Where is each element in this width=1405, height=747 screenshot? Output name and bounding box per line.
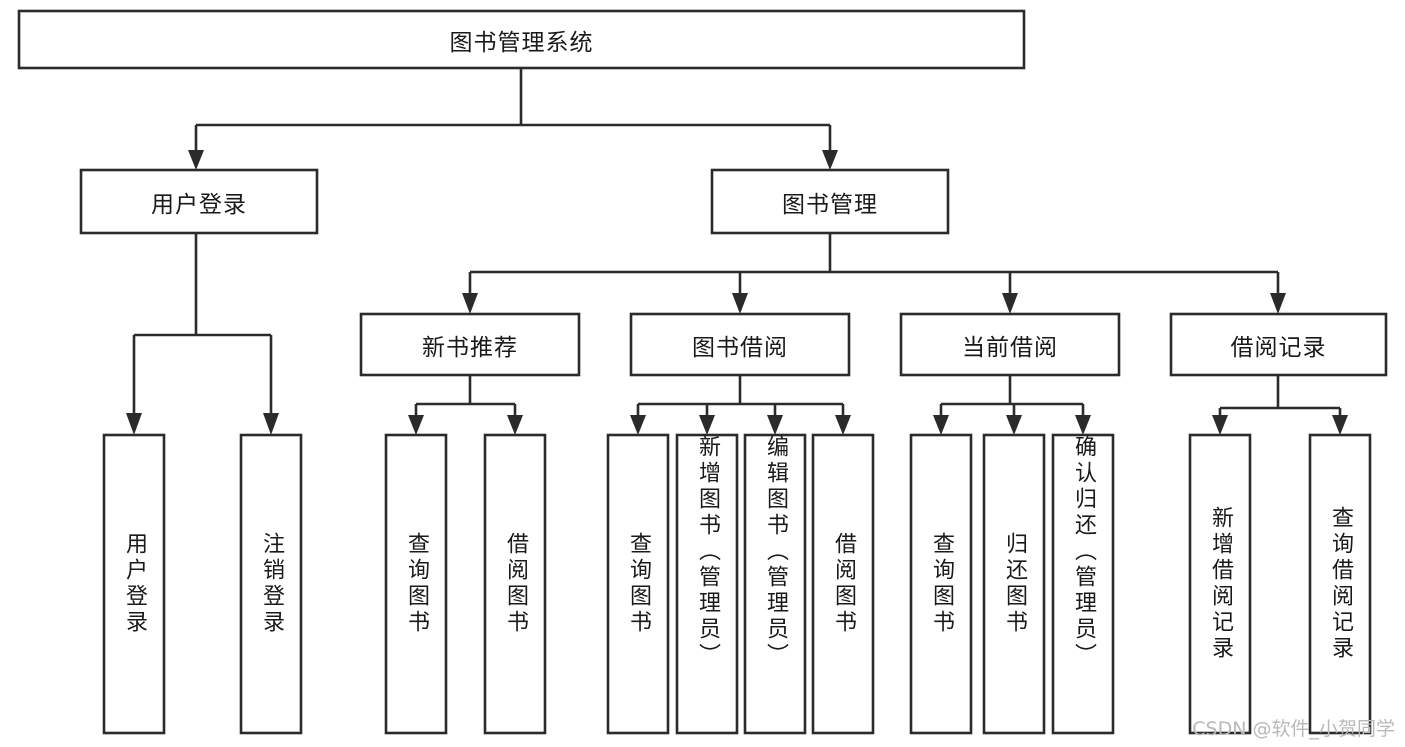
arrowhead-leaf-edit-book — [767, 415, 783, 435]
node-box-leaf-user-login[interactable] — [102, 433, 166, 735]
node-box-leaf-return-book[interactable] — [982, 433, 1046, 735]
arrowhead-leaf-borrow-book-recommend — [507, 415, 523, 435]
node-box-leaf-borrow-book[interactable] — [811, 433, 875, 735]
arrowhead-leaf-borrow-book — [835, 415, 851, 435]
node-box-leaf-logout[interactable] — [239, 433, 303, 735]
arrowhead-borrow-record — [1270, 293, 1286, 314]
arrowhead-leaf-return-book — [1006, 415, 1022, 435]
connector-group-current-borrow — [933, 375, 1091, 435]
node-box-user-login[interactable] — [79, 168, 319, 235]
connector-group-user-login — [126, 233, 279, 435]
node-box-current-borrow[interactable] — [899, 312, 1121, 377]
node-box-borrow-record[interactable] — [1169, 312, 1388, 377]
arrowhead-leaf-query-book-recommend — [408, 415, 424, 435]
arrowhead-current-borrow — [1002, 293, 1018, 314]
arrowhead-leaf-query-book-current — [933, 415, 949, 435]
node-box-leaf-borrow-book-recommend[interactable] — [483, 433, 547, 735]
node-box-leaf-confirm-return[interactable] — [1051, 433, 1115, 735]
node-box-leaf-add-book[interactable] — [675, 433, 739, 735]
node-box-leaf-query-book-recommend[interactable] — [384, 433, 448, 735]
node-box-leaf-query-borrow-record[interactable] — [1308, 433, 1372, 735]
node-box-leaf-query-book-current[interactable] — [909, 433, 973, 735]
connector-group-book-management — [462, 233, 1286, 314]
arrowhead-book-borrow — [732, 293, 748, 314]
arrowhead-book-management — [822, 150, 838, 170]
node-box-book-borrow[interactable] — [629, 312, 851, 377]
connector-group-new-book-recommend — [408, 375, 523, 435]
node-box-new-book-recommend[interactable] — [359, 312, 581, 377]
arrowhead-leaf-query-borrow-record — [1332, 415, 1348, 435]
arrowhead-user-login — [188, 150, 204, 170]
node-box-leaf-edit-book[interactable] — [743, 433, 807, 735]
arrowhead-leaf-query-book-borrow — [630, 415, 646, 435]
node-box-leaf-add-borrow-record[interactable] — [1188, 433, 1252, 735]
csdn-watermark: CSDN @软件_小贺同学 — [1192, 718, 1395, 740]
arrowhead-leaf-logout — [263, 413, 279, 435]
node-box-root[interactable] — [17, 9, 1026, 70]
node-box-book-management[interactable] — [710, 168, 950, 235]
connector-group-root — [188, 68, 838, 170]
arrowhead-leaf-confirm-return — [1075, 415, 1091, 435]
connector-group-book-borrow — [630, 375, 851, 435]
arrowhead-leaf-user-login — [126, 413, 142, 435]
arrowhead-leaf-add-borrow-record — [1212, 415, 1228, 435]
arrowhead-leaf-add-book — [699, 415, 715, 435]
arrowhead-new-book-recommend — [462, 293, 478, 314]
node-box-leaf-query-book-borrow[interactable] — [606, 433, 670, 735]
connector-group-borrow-record — [1212, 375, 1348, 435]
